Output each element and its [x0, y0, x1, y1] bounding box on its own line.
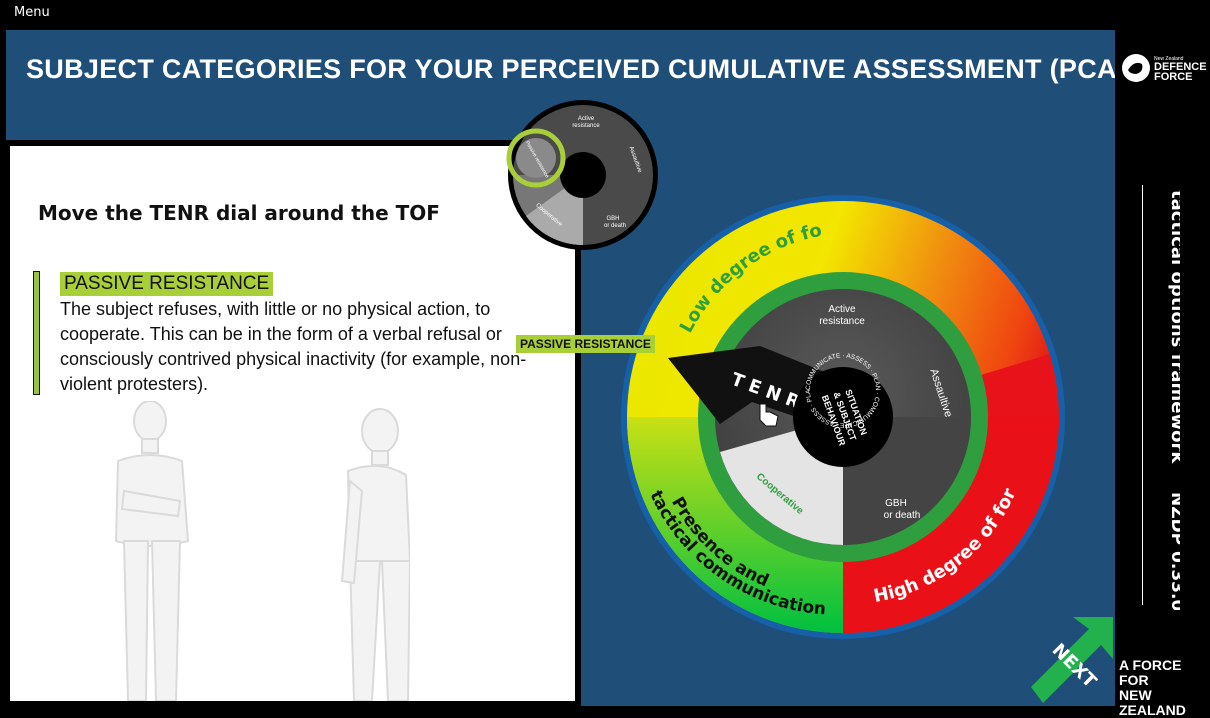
dial-pointer-label: PASSIVE RESISTANCE: [516, 335, 655, 353]
mini-dial[interactable]: Active resistance Assaultive GBH or deat…: [506, 98, 660, 252]
mini-label-or-death: or death: [604, 223, 626, 229]
next-button[interactable]: NEXT: [1031, 617, 1113, 705]
instruction-text: Move the TENR dial around the TOF: [38, 201, 440, 225]
mini-label-gbh: GBH: [606, 216, 619, 222]
dial-label-gbh: GBH: [885, 498, 907, 509]
tagline: A FORCE FOR NEW ZEALAND: [1119, 658, 1210, 718]
tof-dial[interactable]: Low degree of force High degree of force…: [620, 194, 1066, 640]
tagline-line-1: A FORCE FOR: [1119, 657, 1182, 688]
title-bar: SUBJECT CATEGORIES FOR YOUR PERCEIVED CU…: [6, 30, 1126, 136]
framework-code: NZDP 0.33.01: [1167, 492, 1180, 610]
sidebar-divider: [1142, 185, 1143, 605]
mini-dial-selector-ring[interactable]: [506, 128, 566, 188]
dial-label-or-death: or death: [884, 510, 921, 521]
nzdf-logo: New Zealand DEFENCE FORCE: [1122, 54, 1207, 83]
category-title: PASSIVE RESISTANCE: [60, 272, 274, 296]
logo-line-3: FORCE: [1154, 71, 1193, 83]
slide-area: SUBJECT CATEGORIES FOR YOUR PERCEIVED CU…: [6, 30, 1126, 706]
subject-figures-illustration: [114, 401, 410, 701]
top-bar: Menu: [0, 0, 1210, 28]
hand-cursor-icon: [759, 403, 779, 427]
info-panel: Move the TENR dial around the TOF PASSIV…: [10, 146, 575, 701]
dial-label-active: Active: [828, 304, 856, 315]
tagline-line-2: NEW ZEALAND: [1119, 687, 1186, 718]
menu-button[interactable]: Menu: [14, 5, 50, 20]
category-description: The subject refuses, with little or no p…: [60, 299, 527, 394]
right-sidebar: New Zealand DEFENCE FORCE tactical optio…: [1115, 30, 1210, 718]
dial-label-resistance: resistance: [819, 316, 865, 327]
logo-line-2: DEFENCE: [1154, 61, 1207, 73]
logo-line-1: New Zealand: [1154, 56, 1184, 62]
info-panel-frame: Move the TENR dial around the TOF PASSIV…: [6, 140, 581, 706]
accent-bar: [33, 271, 40, 395]
mini-label-active: Active: [578, 116, 595, 122]
sidebar-vertical-text: tactical options framework NZDP 0.33.01: [1167, 190, 1180, 610]
mini-label-resistance: resistance: [572, 123, 600, 129]
page-title: SUBJECT CATEGORIES FOR YOUR PERCEIVED CU…: [26, 54, 1127, 84]
framework-title: tactical options framework: [1167, 190, 1180, 464]
